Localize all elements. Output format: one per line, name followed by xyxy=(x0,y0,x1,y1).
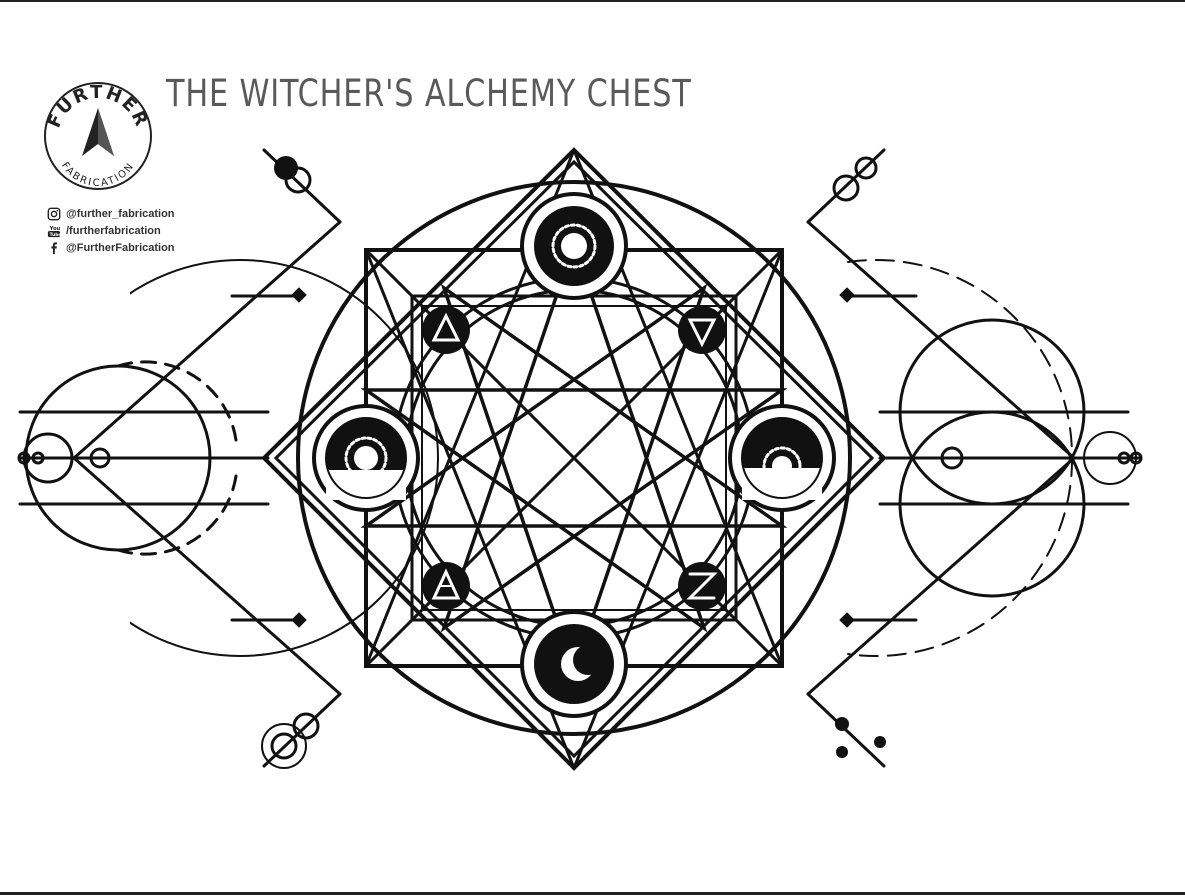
aard-sign-icon xyxy=(422,306,470,354)
arrow-icon xyxy=(82,108,114,156)
youtube-handle: /furtherfabrication xyxy=(66,224,161,237)
svg-text:You: You xyxy=(49,226,61,232)
social-item-instagram[interactable]: @further_fabrication xyxy=(46,205,175,222)
social-item-youtube[interactable]: You Tube /furtherfabrication xyxy=(46,222,175,239)
facebook-icon xyxy=(51,241,57,254)
sunrise-medallion-left xyxy=(312,404,420,512)
further-fabrication-logo: FURTHER FABRICATION xyxy=(44,82,152,190)
instagram-icon xyxy=(47,207,61,220)
sun-medallion-top xyxy=(520,192,628,300)
yrden-sign-icon xyxy=(678,562,726,610)
sunset-medallion-right xyxy=(728,404,836,512)
youtube-icon: You Tube xyxy=(47,226,62,237)
axii-sign-icon xyxy=(678,306,726,354)
page-title: THE WITCHER'S ALCHEMY CHEST xyxy=(166,72,692,115)
right-sigil xyxy=(806,148,1143,768)
social-item-facebook[interactable]: @FurtherFabrication xyxy=(46,239,175,256)
bottom-border xyxy=(0,892,1185,895)
instagram-handle: @further_fabrication xyxy=(66,207,175,220)
facebook-handle: @FurtherFabrication xyxy=(66,241,175,254)
svg-text:Tube: Tube xyxy=(50,231,62,237)
left-sigil xyxy=(0,148,439,769)
moon-medallion-bottom xyxy=(520,610,628,718)
igni-sign-icon xyxy=(422,562,470,610)
top-border xyxy=(0,0,1185,2)
social-links: @further_fabrication You Tube /furtherfa… xyxy=(46,205,175,256)
